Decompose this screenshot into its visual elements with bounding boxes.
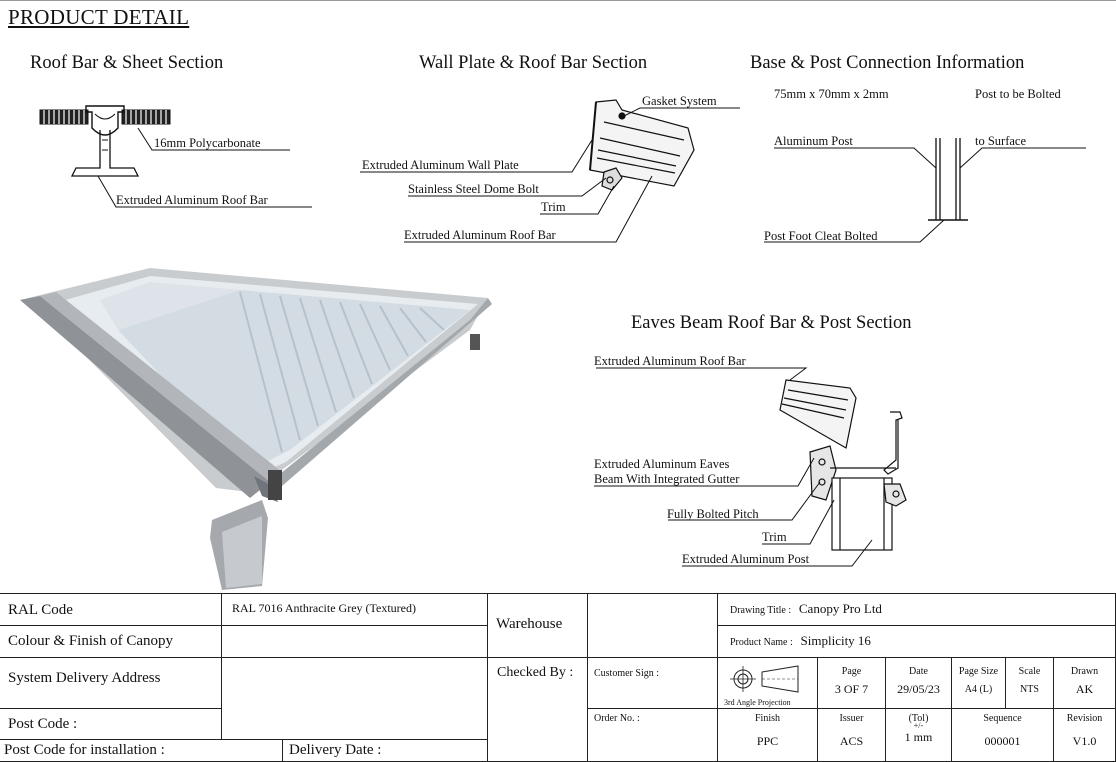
top-border (0, 0, 1116, 1)
label-eaves-beam-2: Beam With Integrated Gutter (594, 472, 740, 486)
label-dome-bolt: Stainless Steel Dome Bolt (408, 182, 539, 196)
page-cell: Page 3 OF 7 (818, 658, 886, 709)
roof-bar-sheet-drawing (39, 105, 312, 208)
projection-label: 3rd Angle Projection (724, 698, 791, 707)
product-name-label: Product Name : (730, 637, 793, 648)
label-trim-1: Trim (541, 200, 566, 214)
page-title: PRODUCT DETAIL (8, 5, 190, 29)
delivery-date-label: Delivery Date : (283, 740, 488, 762)
colour-finish-value (222, 626, 488, 658)
tol-sub: +/- (913, 721, 924, 730)
sequence-value: 000001 (984, 734, 1021, 748)
projection-cell: 3rd Angle Projection (718, 658, 818, 709)
order-no-label: Order No. : (588, 709, 718, 762)
tol-value: 1 mm (904, 730, 933, 744)
page-value: 3 OF 7 (834, 682, 869, 696)
sequence-label: Sequence (983, 713, 1022, 724)
ral-code-label: RAL Code (0, 594, 222, 626)
label-fully-bolted-pitch: Fully Bolted Pitch (667, 507, 759, 521)
scale-label: Scale (1018, 666, 1041, 677)
label-to-surface: to Surface (975, 134, 1027, 148)
technical-drawings (20, 99, 1086, 590)
canopy-3d-render (20, 268, 492, 590)
eaves-drawing (594, 367, 907, 567)
issuer-cell: Issuer ACS (818, 709, 886, 762)
issuer-value: ACS (839, 734, 864, 748)
title-block-border (0, 593, 1116, 594)
finish-value: PPC (756, 734, 779, 748)
page-size-cell: Page Size A4 (L) (952, 658, 1006, 709)
label-roof-bar-3: Extruded Aluminum Roof Bar (594, 354, 746, 368)
label-post-size: 75mm x 70mm x 2mm (774, 87, 889, 101)
drawn-cell: Drawn AK (1054, 658, 1116, 709)
revision-cell: Revision V1.0 (1054, 709, 1116, 762)
customer-sign-label: Customer Sign : (588, 658, 718, 709)
delivery-address-value (222, 658, 488, 740)
title-block: RAL Code RAL 7016 Anthracite Grey (Textu… (0, 593, 1116, 762)
label-post-bolted: Post to be Bolted (975, 87, 1061, 101)
drawing-title-label: Drawing Title : (730, 605, 792, 616)
post-code-label: Post Code : (0, 709, 222, 740)
label-post-eaves: Extruded Aluminum Post (682, 552, 810, 566)
tolerance-cell: (Tol) +/- 1 mm (886, 709, 952, 762)
label-roof-bar-1: Extruded Aluminum Roof Bar (116, 193, 268, 207)
drawn-value: AK (1075, 682, 1094, 696)
label-trim-2: Trim (762, 530, 787, 544)
section-title-roof-bar-sheet: Roof Bar & Sheet Section (30, 53, 224, 73)
base-post-drawing (764, 138, 1086, 243)
delivery-address-label: System Delivery Address (0, 658, 222, 709)
scale-cell: Scale NTS (1006, 658, 1054, 709)
tol-label: (Tol) (908, 713, 929, 724)
wall-plate-drawing (360, 99, 740, 243)
ral-code-value: RAL 7016 Anthracite Grey (Textured) (222, 594, 488, 626)
section-title-wall-plate: Wall Plate & Roof Bar Section (419, 53, 648, 73)
drawing-title-row: Drawing Title : Canopy Pro Ltd (718, 594, 1116, 626)
product-name-value: Simplicity 16 (800, 633, 871, 648)
sequence-cell: Sequence 000001 (952, 709, 1054, 762)
section-title-eaves: Eaves Beam Roof Bar & Post Section (631, 313, 912, 333)
warehouse-value (588, 594, 718, 658)
page-label: Page (841, 666, 862, 677)
finish-cell: Finish PPC (718, 709, 818, 762)
warehouse-label: Warehouse (488, 594, 588, 658)
label-roof-bar-2: Extruded Aluminum Roof Bar (404, 228, 556, 242)
drawn-label: Drawn (1070, 666, 1099, 677)
date-label: Date (909, 666, 928, 677)
label-aluminum-post: Aluminum Post (774, 134, 853, 148)
page-size-label: Page Size (958, 666, 999, 677)
revision-label: Revision (1066, 713, 1103, 724)
revision-value: V1.0 (1072, 734, 1097, 748)
drawing-title-value: Canopy Pro Ltd (798, 601, 882, 616)
checked-by-label: Checked By : (488, 658, 588, 762)
label-16mm-polycarbonate: 16mm Polycarbonate (154, 136, 261, 150)
issuer-label: Issuer (839, 713, 864, 724)
label-post-foot-cleat: Post Foot Cleat Bolted (764, 229, 878, 243)
section-title-base-post: Base & Post Connection Information (750, 53, 1025, 73)
third-angle-projection-icon (730, 665, 799, 693)
product-name-row: Product Name : Simplicity 16 (718, 626, 1116, 658)
label-gasket-system: Gasket System (642, 94, 717, 108)
date-value: 29/05/23 (897, 682, 940, 696)
scale-value: NTS (1020, 684, 1039, 695)
page-size-value: A4 (L) (964, 684, 993, 695)
post-code-install-label: Post Code for installation : (0, 740, 283, 762)
label-eaves-beam-1: Extruded Aluminum Eaves (594, 457, 730, 471)
label-wall-plate: Extruded Aluminum Wall Plate (362, 158, 519, 172)
colour-finish-label: Colour & Finish of Canopy (0, 626, 222, 658)
date-cell: Date 29/05/23 (886, 658, 952, 709)
finish-label: Finish (754, 713, 780, 724)
